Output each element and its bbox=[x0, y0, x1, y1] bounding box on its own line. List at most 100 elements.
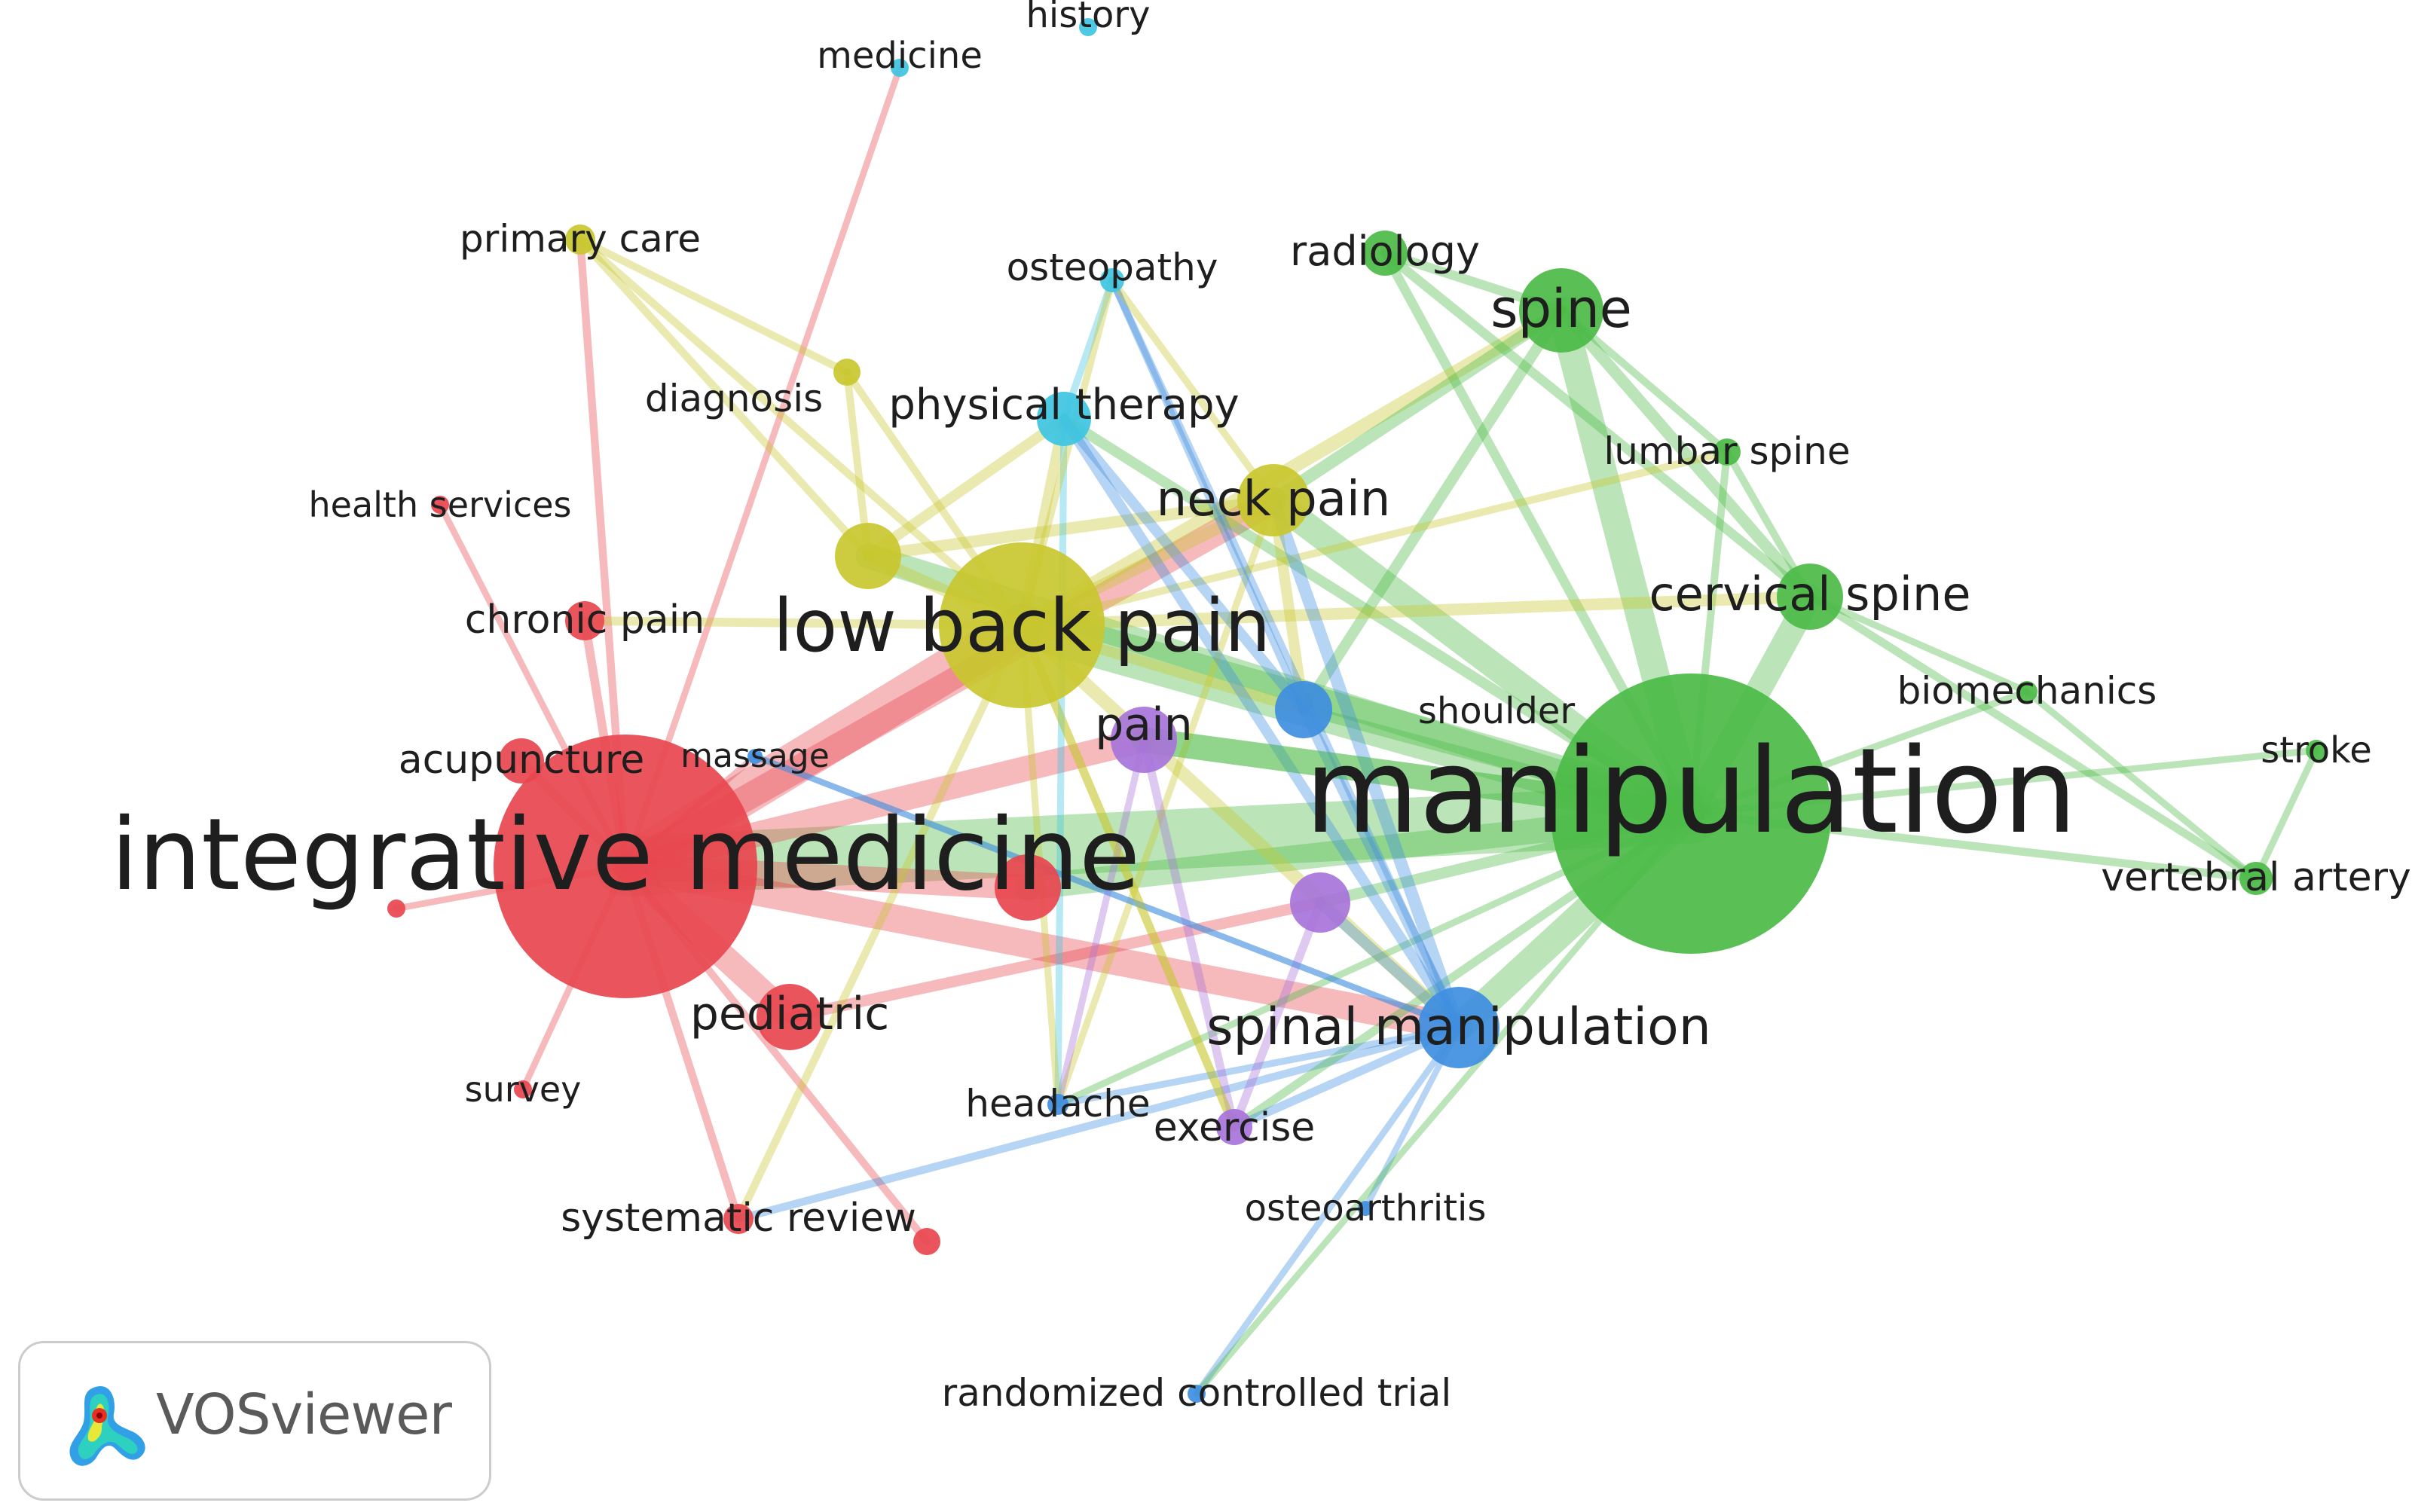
node-exercise[interactable] bbox=[1216, 1109, 1252, 1145]
node-purple-unlabeled-1[interactable] bbox=[1290, 872, 1350, 933]
link-shoulder-osteopathy bbox=[1108, 276, 1307, 713]
link-exercise-low-back-pain bbox=[1017, 621, 1239, 1132]
label-pediatric: pediatric bbox=[690, 988, 889, 1040]
link-lumbar-spine-low-back-pain bbox=[1018, 448, 1731, 629]
node-red-unlabeled-3[interactable] bbox=[387, 900, 405, 918]
link-physical-therapy-yellow-unlabeled-1 bbox=[863, 414, 1069, 561]
link-spinal-manipulation-randomized-controlled-trial bbox=[1193, 1024, 1463, 1397]
node-osteoarthritis[interactable] bbox=[1358, 1201, 1373, 1216]
node-headache[interactable] bbox=[1047, 1094, 1068, 1115]
node-systematic-review[interactable] bbox=[723, 1204, 754, 1234]
label-survey: survey bbox=[465, 1069, 582, 1110]
link-systematic-review-spinal-manipulation bbox=[734, 1023, 1463, 1223]
label-biomechanics: biomechanics bbox=[1897, 669, 2157, 713]
node-massage[interactable] bbox=[747, 749, 763, 764]
link-neck-pain-headache bbox=[1054, 496, 1277, 1108]
node-health-services[interactable] bbox=[431, 496, 449, 514]
node-spine[interactable] bbox=[1519, 268, 1603, 353]
link-neck-pain-spinal-manipulation bbox=[1267, 493, 1466, 1034]
label-osteopathy: osteopathy bbox=[1007, 246, 1218, 289]
label-health-services: health services bbox=[309, 484, 572, 525]
vosviewer-logo-text: VOSviewer bbox=[156, 1382, 452, 1447]
label-exercise: exercise bbox=[1154, 1105, 1316, 1150]
link-massage-spinal-manipulation bbox=[751, 753, 1463, 1031]
link-stroke-vertebral-artery bbox=[2252, 747, 2320, 882]
node-osteopathy[interactable] bbox=[1100, 268, 1124, 292]
node-red-unlabeled-1[interactable] bbox=[995, 854, 1061, 921]
node-medicine[interactable] bbox=[891, 59, 909, 77]
link-integrative-medicine-spinal-manipulation bbox=[611, 852, 1473, 1042]
node-integrative-medicine[interactable] bbox=[494, 735, 757, 998]
label-osteoarthritis: osteoarthritis bbox=[1245, 1187, 1487, 1229]
label-primary-care: primary care bbox=[460, 217, 701, 261]
label-shoulder: shoulder bbox=[1418, 690, 1576, 732]
node-radiology[interactable] bbox=[1362, 231, 1408, 276]
node-chronic-pain[interactable] bbox=[565, 601, 604, 640]
link-primary-care-yellow-unlabeled-1 bbox=[576, 235, 873, 561]
link-primary-care-diagnosis bbox=[576, 236, 851, 376]
link-spinal-manipulation-physical-therapy bbox=[1059, 414, 1464, 1033]
link-pain-headache bbox=[1054, 736, 1148, 1108]
label-radiology: radiology bbox=[1290, 228, 1480, 275]
node-pediatric[interactable] bbox=[757, 984, 823, 1050]
node-biomechanics[interactable] bbox=[2016, 681, 2038, 702]
link-spinal-manipulation-osteopathy bbox=[1108, 276, 1463, 1031]
node-survey[interactable] bbox=[514, 1080, 532, 1098]
node-history[interactable] bbox=[1079, 18, 1097, 36]
link-biomechanics-vertebral-artery bbox=[2023, 688, 2260, 882]
node-cervical-spine[interactable] bbox=[1777, 564, 1843, 630]
node-stroke[interactable] bbox=[2306, 740, 2327, 761]
node-spinal-manipulation[interactable] bbox=[1418, 987, 1499, 1068]
link-spinal-manipulation-massage bbox=[751, 753, 1463, 1031]
link-cervical-spine-low-back-pain bbox=[1016, 591, 1816, 631]
label-lumbar-spine: lumbar spine bbox=[1603, 429, 1850, 473]
link-radiology-cervical-spine bbox=[1380, 248, 1815, 602]
node-yellow-unlabeled-1[interactable] bbox=[835, 523, 901, 589]
node-neck-pain[interactable] bbox=[1237, 464, 1310, 536]
node-acupuncture[interactable] bbox=[499, 738, 544, 783]
label-vertebral-artery: vertebral artery bbox=[2101, 855, 2411, 900]
link-purple-unlabeled-1-exercise bbox=[1230, 898, 1325, 1132]
node-diagnosis[interactable] bbox=[833, 359, 861, 386]
node-red-unlabeled-2[interactable] bbox=[913, 1228, 940, 1255]
node-primary-care[interactable] bbox=[565, 225, 595, 255]
link-spinal-manipulation-headache bbox=[1054, 1024, 1463, 1108]
label-physical-therapy: physical therapy bbox=[888, 380, 1239, 429]
link-spine-cervical-spine bbox=[1555, 304, 1816, 603]
label-spine: spine bbox=[1490, 278, 1632, 340]
label-diagnosis: diagnosis bbox=[645, 377, 823, 420]
label-headache: headache bbox=[965, 1082, 1150, 1126]
node-vertebral-artery[interactable] bbox=[2239, 862, 2273, 895]
node-physical-therapy[interactable] bbox=[1037, 392, 1091, 446]
label-chronic-pain: chronic pain bbox=[465, 597, 705, 643]
node-lumbar-spine[interactable] bbox=[1713, 438, 1741, 466]
link-spine-neck-pain bbox=[1267, 304, 1568, 507]
node-manipulation[interactable] bbox=[1551, 674, 1831, 954]
label-history: history bbox=[1026, 0, 1150, 36]
label-cervical-spine: cervical spine bbox=[1649, 567, 1971, 622]
link-pediatric-purple-unlabeled-1 bbox=[784, 897, 1326, 1023]
label-massage: massage bbox=[680, 737, 830, 775]
node-shoulder[interactable] bbox=[1275, 681, 1332, 738]
link-integrative-medicine-medicine bbox=[622, 64, 903, 870]
link-low-back-pain-exercise bbox=[1017, 621, 1239, 1132]
network-nodes bbox=[387, 18, 2327, 1403]
label-spinal-manipulation: spinal manipulation bbox=[1206, 997, 1711, 1057]
node-low-back-pain[interactable] bbox=[939, 542, 1105, 708]
vosviewer-badge: VOSviewer bbox=[18, 1341, 491, 1501]
node-pain[interactable] bbox=[1111, 707, 1177, 773]
link-pain-exercise bbox=[1139, 735, 1239, 1132]
link-spinal-manipulation-exercise bbox=[1230, 1023, 1463, 1132]
label-randomized-controlled-trial: randomized controlled trial bbox=[942, 1371, 1452, 1415]
label-low-back-pain: low back pain bbox=[773, 584, 1270, 668]
link-spinal-manipulation-shoulder bbox=[1298, 704, 1465, 1034]
link-neck-pain-yellow-unlabeled-1 bbox=[862, 494, 1279, 562]
node-randomized-controlled-trial[interactable] bbox=[1188, 1385, 1206, 1403]
link-systematic-review-low-back-pain bbox=[734, 621, 1026, 1223]
link-physical-therapy-headache bbox=[1054, 415, 1068, 1108]
link-spine-shoulder bbox=[1298, 304, 1567, 716]
label-acupuncture: acupuncture bbox=[399, 738, 645, 783]
label-neck-pain: neck pain bbox=[1157, 472, 1391, 527]
